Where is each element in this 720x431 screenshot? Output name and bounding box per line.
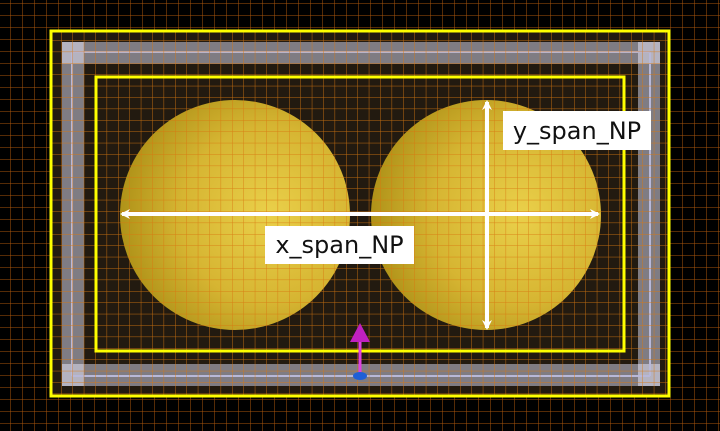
y-span-label: y_span_NP [503,111,651,150]
blue-ellipse-icon [353,372,367,380]
outer-simulation-boundary [49,29,671,398]
magenta-up-arrow-icon [350,323,370,342]
x-span-label: x_span_NP [265,226,414,264]
